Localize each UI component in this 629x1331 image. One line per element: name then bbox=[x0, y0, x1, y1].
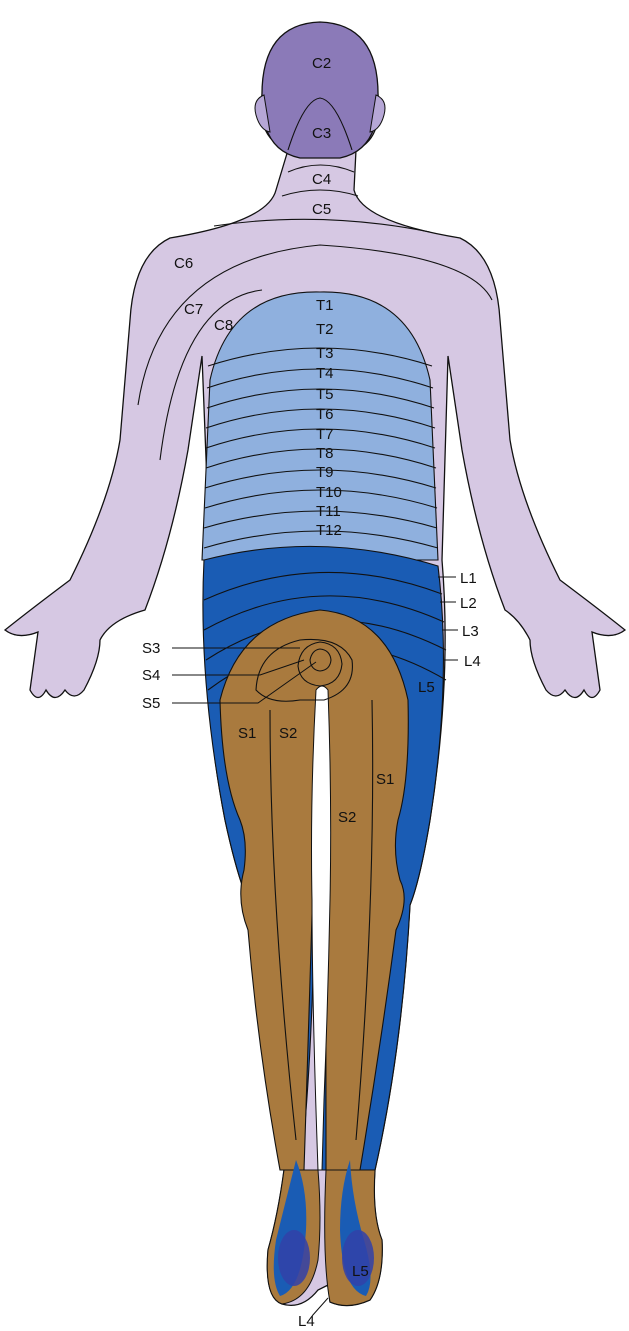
label-l4-foot: L4 bbox=[298, 1313, 315, 1330]
label-t8: T8 bbox=[316, 445, 334, 462]
label-t1: T1 bbox=[316, 297, 334, 314]
label-s2-left: S2 bbox=[279, 725, 297, 742]
label-c7: C7 bbox=[184, 301, 203, 318]
label-l1: L1 bbox=[460, 570, 477, 587]
label-c5: C5 bbox=[312, 201, 331, 218]
label-t6: T6 bbox=[316, 406, 334, 423]
label-c2: C2 bbox=[312, 55, 331, 72]
label-c6: C6 bbox=[174, 255, 193, 272]
label-s5: S5 bbox=[142, 695, 160, 712]
label-s1-right: S1 bbox=[376, 771, 394, 788]
label-l3: L3 bbox=[462, 623, 479, 640]
label-t4: T4 bbox=[316, 365, 334, 382]
label-c4: C4 bbox=[312, 171, 331, 188]
label-c8: C8 bbox=[214, 317, 233, 334]
label-l4: L4 bbox=[464, 653, 481, 670]
label-l5: L5 bbox=[418, 679, 435, 696]
label-t5: T5 bbox=[316, 386, 334, 403]
label-t10: T10 bbox=[316, 484, 342, 501]
label-s2-right: S2 bbox=[338, 809, 356, 826]
label-c3: C3 bbox=[312, 125, 331, 142]
label-t7: T7 bbox=[316, 426, 334, 443]
label-l2: L2 bbox=[460, 595, 477, 612]
label-s1-left: S1 bbox=[238, 725, 256, 742]
label-t9: T9 bbox=[316, 464, 334, 481]
foot-left-dark bbox=[278, 1230, 310, 1286]
label-s3: S3 bbox=[142, 640, 160, 657]
label-t12: T12 bbox=[316, 522, 342, 539]
label-s4: S4 bbox=[142, 667, 160, 684]
label-t2: T2 bbox=[316, 321, 334, 338]
label-t3: T3 bbox=[316, 345, 334, 362]
label-l5-foot: L5 bbox=[352, 1263, 369, 1280]
label-t11: T11 bbox=[316, 503, 341, 520]
